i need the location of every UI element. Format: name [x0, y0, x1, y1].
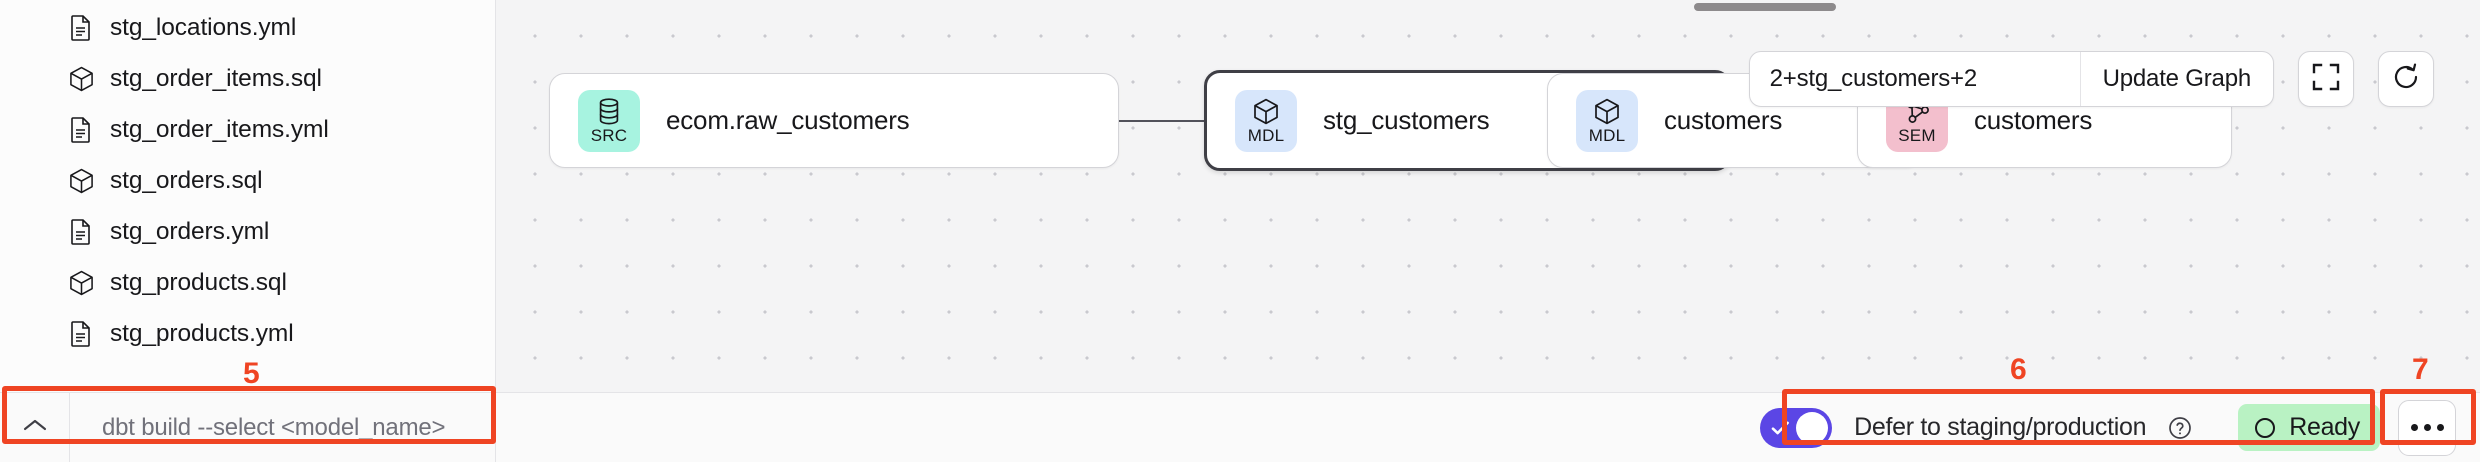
main-content-row: stg_locations.yml stg_order_items.sql — [0, 0, 2480, 392]
command-bar-collapse-button[interactable] — [0, 393, 70, 462]
edge-src-to-stg — [1119, 120, 1237, 122]
file-item-stg-order-items-yml[interactable]: stg_order_items.yml — [68, 104, 495, 155]
graph-selector-input[interactable] — [1749, 52, 2080, 106]
command-bar — [0, 393, 496, 462]
file-item-stg-products-yml[interactable]: stg_products.yml — [68, 308, 495, 359]
cube-sql-icon — [68, 269, 94, 297]
file-yml-icon — [68, 320, 94, 348]
ellipsis-icon — [2410, 424, 2444, 431]
command-input-zone[interactable] — [70, 393, 495, 462]
cube-sql-icon — [68, 65, 94, 93]
file-item-label: stg_orders.yml — [110, 217, 270, 245]
selector-update-group: Update Graph — [1748, 51, 2274, 107]
bottom-status-bar: Defer to staging/production Ready — [0, 392, 2480, 462]
fit-view-button[interactable] — [2298, 51, 2354, 107]
file-explorer-sidebar[interactable]: stg_locations.yml stg_order_items.sql — [0, 0, 496, 392]
graph-toolbar: Update Graph — [1748, 51, 2434, 107]
file-item-label: stg_order_items.sql — [110, 64, 322, 92]
node-badge-src: SRC — [578, 89, 640, 152]
cube-icon — [1594, 98, 1620, 126]
defer-setting-group: Defer to staging/production — [1740, 407, 2218, 448]
run-status-group: Ready — [2218, 399, 2456, 456]
status-badge-label: Ready — [2289, 413, 2360, 441]
refresh-graph-button[interactable] — [2378, 51, 2434, 107]
file-item-label: stg_products.sql — [110, 268, 287, 296]
file-item-label: stg_products.yml — [110, 319, 294, 347]
node-title: ecom.raw_customers — [666, 105, 910, 135]
node-badge-mdl: MDL — [1235, 89, 1297, 152]
file-item-label: stg_order_items.yml — [110, 115, 329, 143]
node-badge-label: MDL — [1588, 125, 1626, 145]
file-yml-icon — [68, 218, 94, 246]
node-badge-label: SEM — [1898, 125, 1936, 145]
status-badge[interactable]: Ready — [2238, 404, 2380, 451]
defer-toggle[interactable] — [1760, 407, 1833, 448]
toggle-knob — [1796, 411, 1829, 444]
file-item-label: stg_locations.yml — [110, 13, 297, 41]
file-item-stg-locations-yml[interactable]: stg_locations.yml — [68, 2, 495, 53]
file-item-stg-order-items-sql[interactable]: stg_order_items.sql — [68, 53, 495, 104]
cube-sql-icon — [68, 167, 94, 195]
node-badge-mdl: MDL — [1576, 89, 1638, 152]
more-options-button[interactable] — [2398, 399, 2456, 456]
file-yml-icon — [68, 14, 94, 42]
status-bar-right: Defer to staging/production Ready — [496, 393, 2480, 462]
node-badge-label: MDL — [1247, 125, 1285, 145]
file-item-label: stg_orders.sql — [110, 166, 263, 194]
database-icon — [597, 98, 621, 126]
question-circle-icon[interactable] — [2168, 416, 2192, 440]
check-icon — [1771, 420, 1790, 435]
file-item-stg-orders-sql[interactable]: stg_orders.sql — [68, 155, 495, 206]
status-circle-icon — [2255, 417, 2276, 438]
file-item-stg-products-sql[interactable]: stg_products.sql — [68, 257, 495, 308]
lineage-node-ecom-raw-customers[interactable]: SRC ecom.raw_customers — [549, 73, 1119, 168]
node-title: stg_customers — [1323, 105, 1490, 135]
file-tree-list: stg_locations.yml stg_order_items.sql — [0, 2, 495, 359]
update-graph-button[interactable]: Update Graph — [2081, 52, 2273, 106]
file-item-stg-orders-yml[interactable]: stg_orders.yml — [68, 206, 495, 257]
file-yml-icon — [68, 116, 94, 144]
refresh-icon — [2391, 62, 2421, 97]
chevron-up-icon — [22, 417, 48, 438]
node-title: customers — [1974, 105, 2093, 135]
node-badge-label: SRC — [590, 125, 628, 145]
horizontal-scrollbar[interactable] — [1694, 3, 1836, 11]
fullscreen-icon — [2312, 63, 2340, 96]
cube-icon — [1253, 98, 1279, 126]
node-title: customers — [1664, 105, 1783, 135]
dbt-command-input[interactable] — [102, 413, 495, 442]
lineage-graph-canvas[interactable]: SRC ecom.raw_customers MDL — [496, 0, 2480, 392]
defer-label: Defer to staging/production — [1854, 413, 2147, 441]
